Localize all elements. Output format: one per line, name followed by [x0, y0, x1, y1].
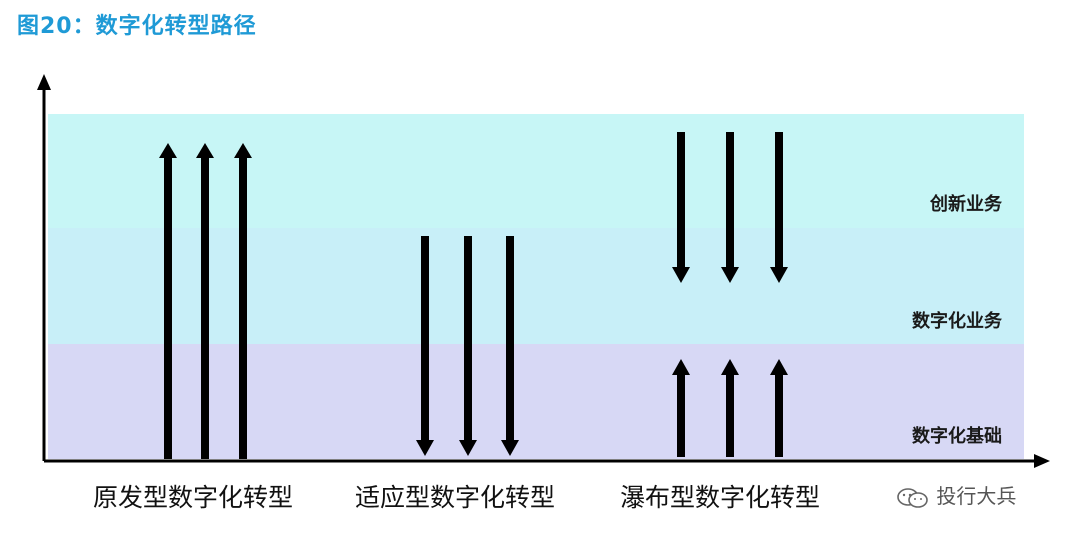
down-arrow [416, 236, 434, 456]
y-axis-arrowhead [37, 74, 51, 90]
digital-foundation-label: 数字化基础 [912, 426, 1002, 447]
innovation-business-band [48, 114, 1024, 228]
up-arrow [234, 143, 252, 459]
up-arrow [196, 143, 214, 459]
watermark-text: 投行大兵 [936, 484, 1017, 508]
digital-foundation-band [48, 344, 1024, 459]
down-arrow [721, 132, 739, 283]
watermark: 投行大兵 [896, 480, 1016, 509]
adaptive-transformation-label: 适应型数字化转型 [355, 483, 556, 512]
down-arrow [770, 132, 788, 283]
cascade-transformation-label: 瀑布型数字化转型 [620, 483, 821, 512]
down-arrow [672, 132, 690, 283]
wechat-icon [897, 487, 928, 508]
up-arrow [159, 143, 177, 459]
originating-transformation-label: 原发型数字化转型 [93, 483, 294, 512]
up-arrow [770, 359, 788, 457]
digital-business-label: 数字化业务 [912, 311, 1002, 332]
originating-arrow-group [159, 143, 252, 459]
innovation-business-label: 创新业务 [930, 194, 1002, 215]
down-arrow [501, 236, 519, 456]
up-arrow [721, 359, 739, 457]
adaptive-arrow-group [416, 236, 519, 456]
digital-business-band [48, 228, 1024, 344]
figure-title: 图20：数字化转型路径 [17, 14, 257, 39]
down-arrow [459, 236, 477, 456]
x-axis-arrowhead [1034, 454, 1050, 468]
cascade-arrow-group [672, 132, 788, 457]
up-arrow [672, 359, 690, 457]
